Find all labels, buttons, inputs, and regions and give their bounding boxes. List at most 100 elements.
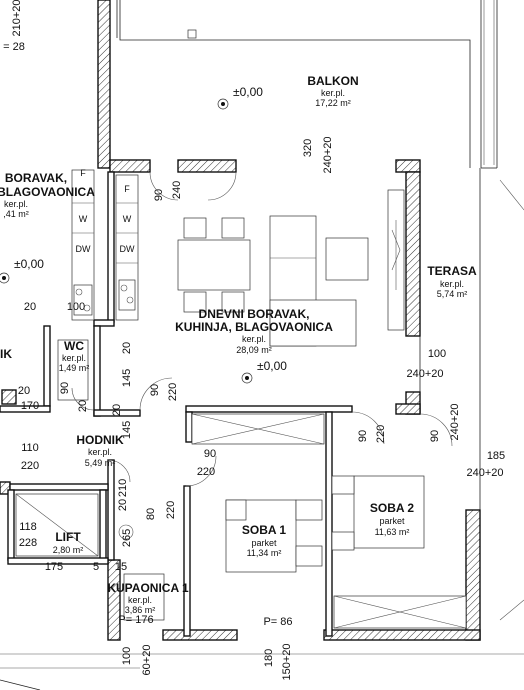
room-soba2-name: SOBA 2: [370, 501, 415, 515]
structural-walls: [0, 0, 481, 641]
dim-20-a: 20: [24, 301, 36, 313]
room-balkon-name: BALKON: [307, 74, 358, 88]
dim-240-a: 240: [171, 181, 183, 199]
dim-20-f: 20: [117, 499, 129, 511]
room-kupaonica-name: KUPAONICA 1: [107, 581, 189, 595]
kitchen-label-dw2: DW: [120, 244, 135, 254]
dim-20-c: 20: [18, 385, 30, 397]
dim-b150-20: 150+20: [281, 643, 293, 680]
room-ik-name: IK: [0, 347, 12, 361]
dim-b60-20: 60+20: [141, 645, 153, 676]
dim-90-b: 90: [59, 382, 71, 394]
room-dnevni-name2: KUHINJA, BLAGOVAONICA: [175, 320, 333, 334]
bed-soba-1: [225, 499, 323, 573]
dim-118: 118: [19, 521, 37, 533]
dim-top-b: = 28: [3, 41, 25, 53]
level-left: ±0,00: [14, 257, 44, 271]
dim-b100: 100: [121, 647, 133, 665]
dim-220-b: 220: [21, 460, 39, 472]
wardrobe-hall: [191, 413, 325, 445]
kitchen-label-f2: F: [124, 184, 130, 194]
room-lift-area: 2,80 m²: [53, 545, 84, 555]
room-soba2-area: 11,63 m²: [375, 527, 410, 537]
wardrobe-soba-2: [333, 595, 467, 629]
dim-90-c: 90: [149, 384, 161, 396]
room-hodnik-area: 5,49 m²: [85, 458, 116, 468]
dim-80: 80: [145, 508, 157, 520]
dim-90-d: 90: [204, 448, 216, 460]
dim-210: 210: [117, 479, 129, 497]
dim-15: 15: [115, 561, 127, 573]
room-terasa-name: TERASA: [427, 264, 477, 278]
level-dnevni: ±0,00: [257, 359, 287, 373]
dim-100-a: 100: [67, 301, 85, 313]
room-lift-name: LIFT: [55, 530, 81, 544]
dim-b180: 180: [263, 649, 275, 667]
dim-20-b: 20: [121, 342, 133, 354]
kitchen-label-f1: F: [80, 168, 86, 178]
dim-145-a: 145: [121, 369, 133, 387]
sofa: [269, 215, 369, 347]
dim-20-d: 20: [111, 404, 123, 416]
kitchen-label-w2: W: [123, 214, 132, 224]
bathroom-fixtures: [57, 339, 165, 621]
dim-175: 175: [45, 561, 63, 573]
room-soba2-floor: parket: [379, 516, 405, 526]
kitchen-label-dw1: DW: [76, 244, 91, 254]
dim-20-e: 20: [77, 400, 89, 412]
dining-table: [177, 217, 251, 313]
room-soba1-name: SOBA 1: [242, 523, 287, 537]
level-balkon: ±0,00: [233, 85, 263, 99]
room-hodnik-name: HODNIK: [76, 433, 124, 447]
tv-unit: [387, 189, 405, 331]
dim-240-20-b: 240+20: [449, 403, 461, 440]
dim-220-e: 220: [375, 425, 387, 443]
room-boravak-left-area: ,41 m²: [3, 209, 29, 219]
outline-lines: [0, 168, 524, 690]
dim-145-b: 145: [121, 421, 133, 439]
level-marker-dnevni: ±0,00: [241, 359, 287, 384]
dim-185: 185: [487, 450, 505, 462]
room-terasa-area: 5,74 m²: [437, 289, 468, 299]
dim-240-20-c: 240+20: [406, 368, 443, 380]
balcony-outline: [116, 0, 498, 169]
dim-320: 320: [302, 139, 314, 157]
room-balkon-floor: ker.pl.: [321, 88, 345, 98]
room-kupaonica-floor: ker.pl.: [128, 595, 152, 605]
interior-walls: [0, 171, 353, 637]
kitchen-counter: [71, 169, 139, 321]
kitchen-label-w1: W: [79, 214, 88, 224]
door-swings: [71, 171, 453, 487]
dim-220-d: 220: [165, 501, 177, 519]
room-dnevni-name1: DNEVNI BORAVAK,: [199, 307, 310, 321]
dim-220-a: 220: [167, 383, 179, 401]
dim-228: 228: [19, 537, 37, 549]
room-terasa-floor: ker.pl.: [440, 279, 464, 289]
dim-90-e: 90: [357, 430, 369, 442]
room-wc-floor: ker.pl.: [62, 353, 86, 363]
level-marker-balkon: ±0,00: [217, 85, 263, 110]
bed-soba-2: [331, 475, 425, 551]
dim-110: 110: [21, 442, 39, 454]
dim-p176: P= 176: [118, 614, 153, 626]
dim-220-c: 220: [197, 466, 215, 478]
room-soba1-floor: parket: [251, 538, 277, 548]
room-balkon-area: 17,22 m²: [315, 98, 351, 108]
room-hodnik-floor: ker.pl.: [88, 447, 112, 457]
room-boravak-left-name2: BLAGOVAONICA: [0, 185, 95, 199]
room-kupaonica-area: 3,86 m²: [125, 605, 156, 615]
dim-p86: P= 86: [263, 616, 292, 628]
room-boravak-left-floor: ker.pl.: [4, 199, 28, 209]
dim-240-20-a: 240+20: [322, 136, 334, 173]
room-wc-name: WC: [64, 339, 84, 353]
dim-top-a: 210+20: [11, 0, 23, 37]
level-marker-left: ±0,00: [0, 257, 44, 284]
room-soba1-area: 11,34 m²: [247, 548, 282, 558]
dim-265: 265: [121, 529, 133, 547]
room-dnevni-floor: ker.pl.: [242, 334, 266, 344]
dim-5: 5: [93, 561, 99, 573]
lift-shaft: [15, 493, 99, 557]
dim-90-a: 90: [153, 189, 165, 201]
dim-90-f: 90: [429, 430, 441, 442]
